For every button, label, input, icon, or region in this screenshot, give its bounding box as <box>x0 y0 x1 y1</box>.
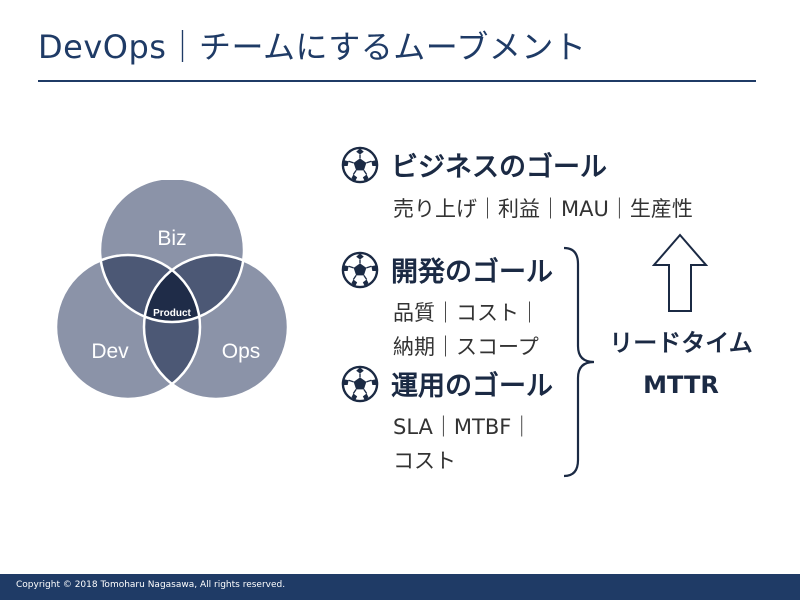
copyright-text: Copyright © 2018 Tomoharu Nagasawa, All … <box>16 580 286 590</box>
venn-label-ops: Ops <box>222 340 261 363</box>
footer-bar: Copyright © 2018 Tomoharu Nagasawa, All … <box>0 574 800 600</box>
goal-operations: 運用のゴール <box>341 364 553 403</box>
goal-title: 運用のゴール <box>391 371 553 402</box>
soccer-ball-icon <box>341 251 379 288</box>
goal-metrics: 売り上げ｜利益｜MAU｜生産性 <box>393 197 693 221</box>
title-divider <box>38 80 756 82</box>
venn-label-dev: Dev <box>91 340 129 363</box>
mttr-text: MTTR <box>643 371 719 399</box>
venn-diagram: Biz Dev Ops Product <box>54 180 290 401</box>
lead-time-text: リードタイム <box>609 329 753 357</box>
venn-label-biz: Biz <box>157 227 186 250</box>
soccer-ball-icon <box>341 365 379 402</box>
goal-title: 開発のゴール <box>391 257 553 288</box>
goal-metrics-line: SLA｜MTBF｜ <box>393 415 533 439</box>
goal-business: ビジネスのゴール <box>341 145 607 184</box>
goal-metrics-line: コスト <box>393 449 456 473</box>
right-brace-icon <box>563 246 595 478</box>
venn-center <box>144 255 200 322</box>
goal-metrics-line: 納期｜スコープ <box>393 335 539 359</box>
lead-time-label: リードタイム MTTR <box>606 322 756 406</box>
slide-title: DevOps｜チームにするムーブメント <box>38 28 587 66</box>
up-arrow-icon <box>652 233 708 312</box>
soccer-ball-icon <box>341 146 379 183</box>
goal-metrics-line: 品質｜コスト｜ <box>393 301 540 325</box>
goal-development: 開発のゴール <box>341 250 553 289</box>
venn-label-product: Product <box>153 308 191 319</box>
goal-title: ビジネスのゴール <box>391 152 607 183</box>
